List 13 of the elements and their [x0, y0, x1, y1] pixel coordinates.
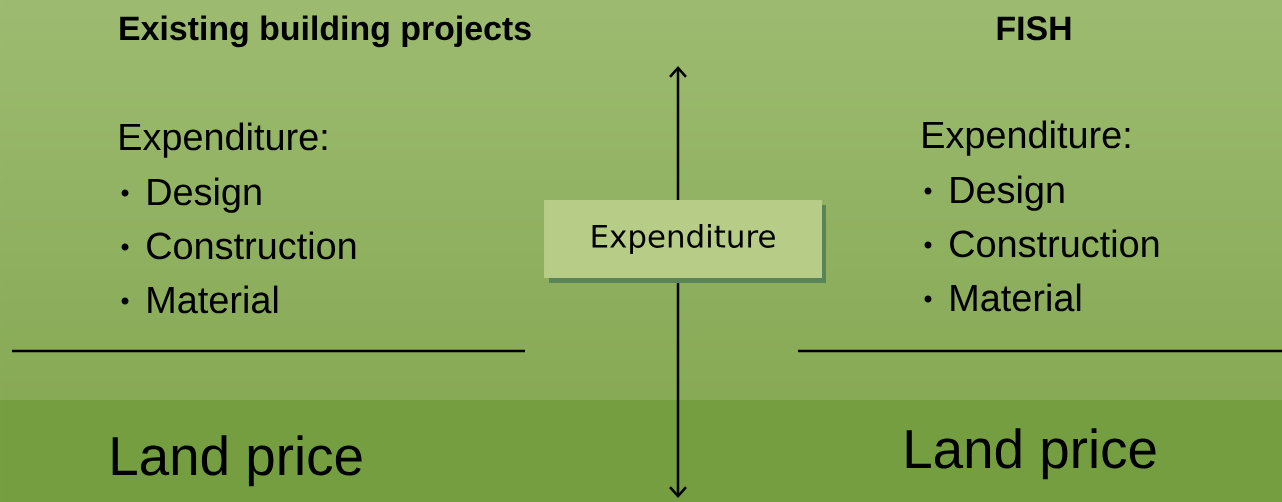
column-heading: FISH: [997, 16, 1071, 41]
column-heading: Existing building projects: [120, 15, 531, 48]
list-item: Construction: [950, 229, 1159, 258]
list-item: Construction: [147, 231, 356, 260]
list-heading: Expenditure:: [923, 120, 1130, 156]
list-item: Material: [148, 285, 278, 314]
cost-label: Land price: [112, 435, 362, 487]
list-heading: Expenditure:: [120, 122, 327, 158]
label-box: Expenditure: [544, 200, 826, 283]
cost-label: Land price: [906, 428, 1156, 480]
list-item: Design: [951, 175, 1064, 211]
list-item: Material: [951, 283, 1081, 312]
list-item: Design: [148, 177, 261, 213]
